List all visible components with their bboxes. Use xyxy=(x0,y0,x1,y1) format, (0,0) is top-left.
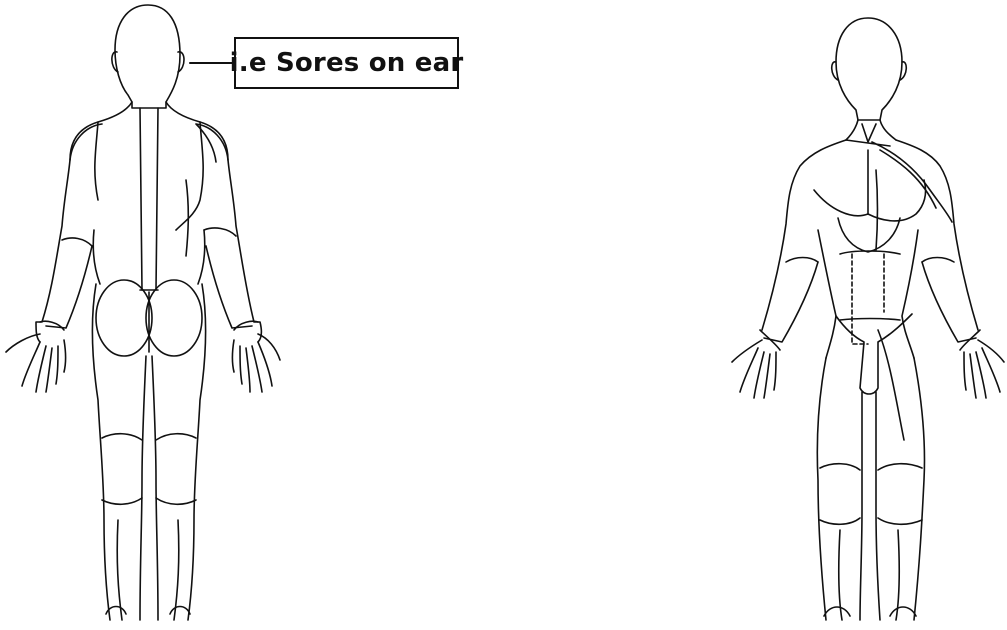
back-leg-inner-left xyxy=(140,356,146,620)
front-leg-outer-right xyxy=(914,358,925,620)
back-spine-left xyxy=(140,108,142,290)
back-flank-right xyxy=(198,230,205,284)
front-forearm-right xyxy=(922,262,976,342)
front-flank-right xyxy=(902,230,918,358)
front-clavicle xyxy=(846,140,952,222)
front-leg-outer-left xyxy=(817,358,826,620)
front-elbow-left xyxy=(786,258,818,263)
back-leg-outer-right xyxy=(188,284,206,620)
front-shoulder-strap xyxy=(880,150,936,208)
front-knee-left xyxy=(820,464,860,525)
front-shin-lines xyxy=(839,530,900,620)
front-ribcage xyxy=(838,218,900,252)
front-chest-left xyxy=(814,190,868,216)
back-forearm-right xyxy=(206,246,252,328)
front-head xyxy=(836,18,902,120)
front-view-body-figure xyxy=(732,18,1004,620)
back-flank-left xyxy=(93,230,100,284)
back-lat-right xyxy=(186,180,188,256)
back-head xyxy=(115,5,180,108)
back-view-body-figure xyxy=(6,5,280,620)
front-hand-left xyxy=(732,340,776,398)
front-leg-inner-right xyxy=(876,392,880,620)
back-knee-left xyxy=(102,434,142,505)
back-scapula-left xyxy=(95,122,98,200)
back-leg-inner-right xyxy=(152,356,158,620)
front-hip-fold xyxy=(878,330,904,440)
front-forearm-left xyxy=(764,262,818,342)
front-abdomen-dashed xyxy=(852,254,884,344)
front-hand-right xyxy=(964,340,1004,398)
front-wrist-right xyxy=(960,330,980,350)
back-hand-right xyxy=(233,334,281,392)
annotation-callout-box: i.e Sores on ear xyxy=(234,37,459,89)
front-feet xyxy=(824,607,916,616)
back-calf-lines xyxy=(117,520,179,620)
front-rib-line xyxy=(876,170,878,250)
back-leg-outer-left xyxy=(92,284,110,620)
back-buttock-left xyxy=(96,280,152,356)
back-scapula-right xyxy=(176,122,203,230)
back-hand-left xyxy=(6,334,66,392)
front-ears xyxy=(832,62,907,80)
front-neck xyxy=(846,120,896,142)
front-groin xyxy=(836,314,912,394)
back-elbow-right xyxy=(204,228,236,236)
front-wrist-left xyxy=(760,330,780,350)
back-spine-right xyxy=(156,108,158,290)
front-leg-inner-left xyxy=(860,392,862,620)
front-flank-left xyxy=(818,230,836,358)
back-elbow-left xyxy=(62,238,92,246)
back-gluteal-cleft xyxy=(140,290,158,352)
back-feet xyxy=(106,607,190,615)
annotation-text: i.e Sores on ear xyxy=(230,48,464,78)
front-elbow-right xyxy=(922,258,954,263)
front-torso-outline xyxy=(762,140,978,330)
back-knee-right xyxy=(156,434,196,505)
back-wrist-left xyxy=(40,321,64,330)
back-buttock-right xyxy=(146,280,202,356)
front-abdomen-box xyxy=(840,251,900,320)
back-forearm-left xyxy=(46,246,92,328)
front-knee-right xyxy=(878,464,922,525)
